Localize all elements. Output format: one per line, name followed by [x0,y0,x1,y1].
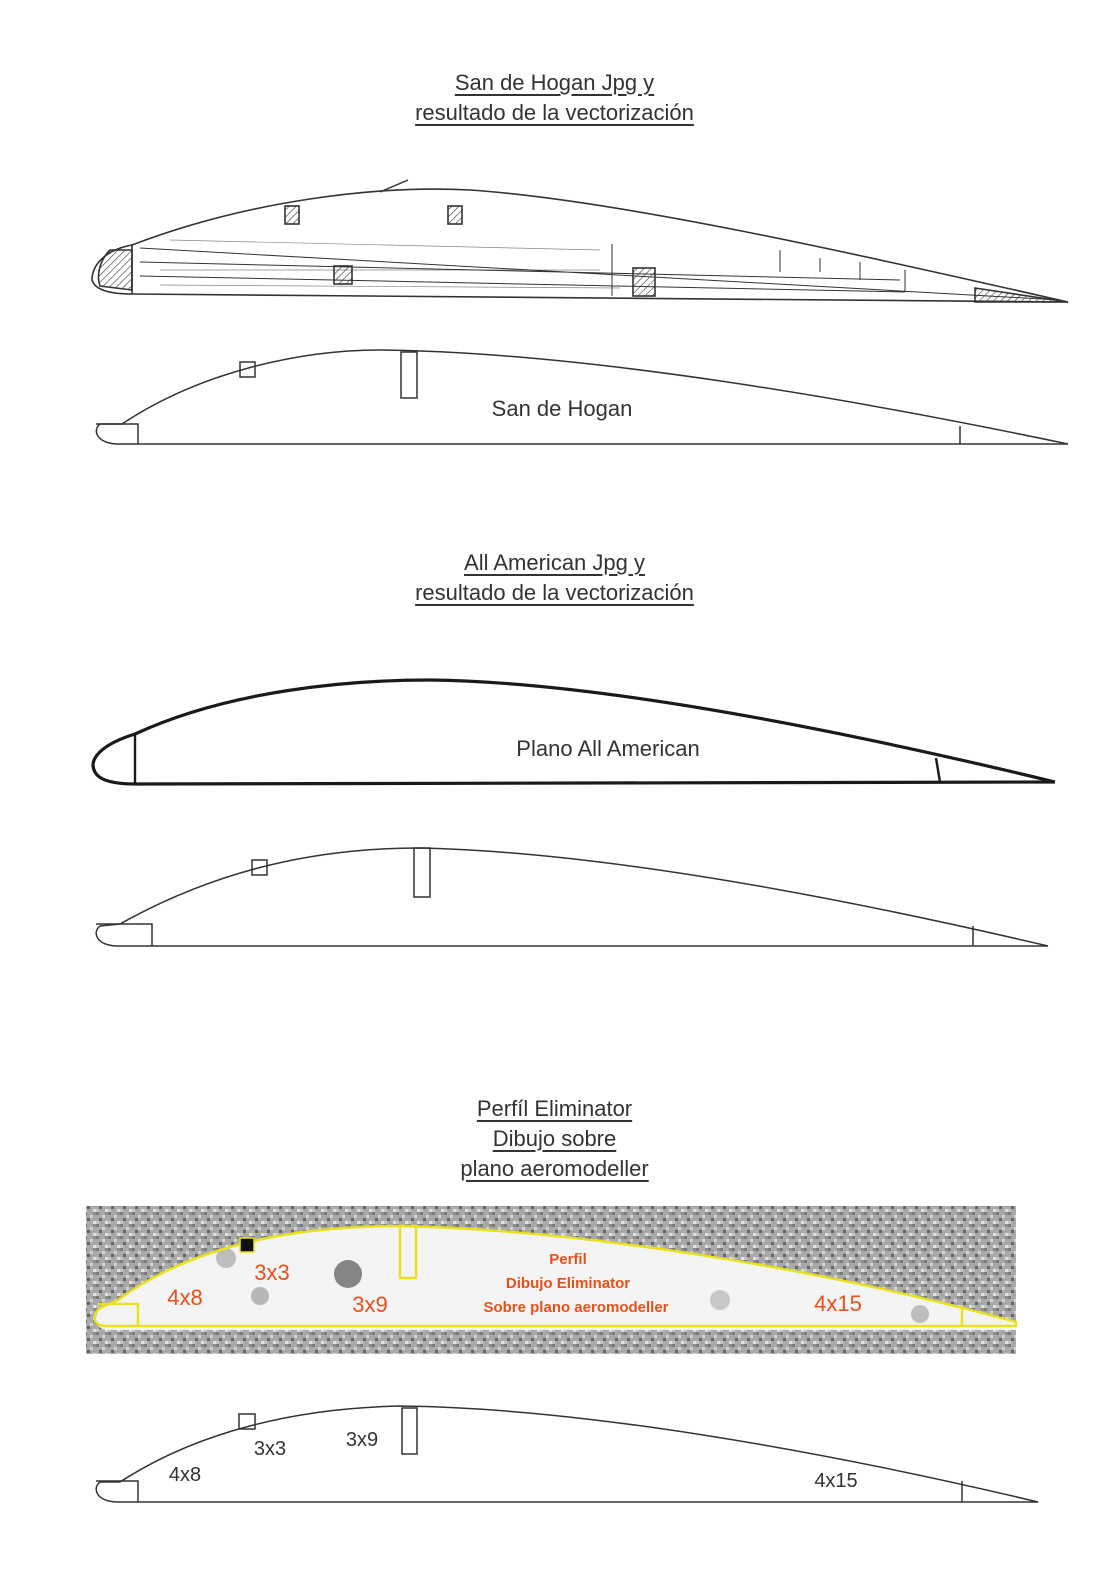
title-line: resultado de la vectorización [415,580,694,605]
san-de-hogan-scan [91,179,1069,303]
section-title-eliminator: Perfíl Eliminator Dibujo sobre plano aer… [0,1094,1109,1184]
title-line: Dibujo sobre [492,1126,617,1151]
dim-3x3: 3x3 [254,1260,289,1285]
all-american-scan [91,678,1056,786]
vector-annotations: 4x8 3x3 3x9 4x15 [169,1429,858,1492]
note-line: Sobre plano aeromodeller [483,1299,668,1316]
note-line: Perfil [549,1251,587,1268]
scan-label: Plano All American [516,736,699,761]
title-line: San de Hogan Jpg y [454,70,655,95]
note-line: Dibujo Eliminator [506,1275,630,1292]
san-de-hogan-vector [95,349,1069,445]
dim-4x8: 4x8 [167,1285,202,1310]
scan-annotations: 4x8 3x3 3x9 4x15 Perfil Dibujo Eliminato… [167,1251,862,1317]
dim-3x9: 3x9 [352,1292,387,1317]
section-title-san-de-hogan: San de Hogan Jpg y resultado de la vecto… [0,68,1109,128]
title-line: All American Jpg y [464,550,645,575]
dim-4x15: 4x15 [814,1291,862,1316]
vector-label: San de Hogan [492,396,633,421]
spar-3x3-marker [239,1237,255,1253]
eliminator-scan [86,1206,1018,1354]
title-line: plano aeromodeller [460,1156,649,1181]
section-title-all-american: All American Jpg y resultado de la vecto… [0,548,1109,608]
dim-4x15: 4x15 [814,1470,857,1492]
all-american-vector [95,847,1049,947]
dim-3x3: 3x3 [254,1438,286,1460]
dim-3x9: 3x9 [346,1429,378,1451]
eliminator-vector [95,1405,1039,1503]
dim-4x8: 4x8 [169,1464,201,1486]
title-line: resultado de la vectorización [415,100,694,125]
title-line: Perfíl Eliminator [476,1096,633,1121]
